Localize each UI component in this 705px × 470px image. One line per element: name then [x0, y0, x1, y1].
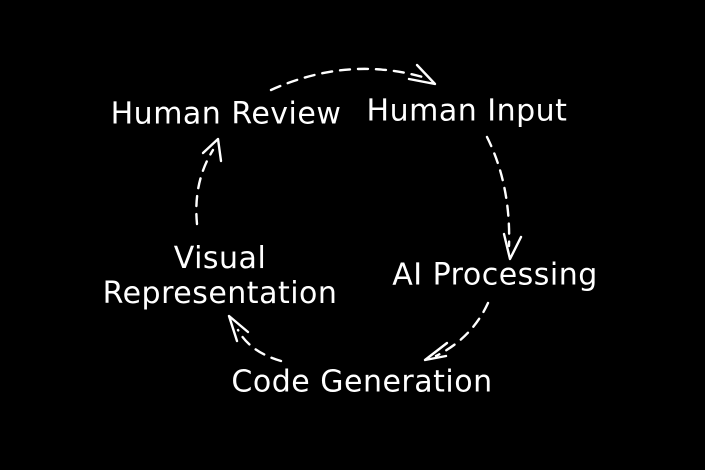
edge-human-input-to-ai-processing [485, 135, 523, 261]
edge-code-generation-to-visual-representation [227, 314, 283, 363]
node-human-review: Human Review [110, 96, 342, 132]
node-ai-processing: AI Processing [392, 257, 598, 293]
node-visual-representation: Visual Representation [102, 240, 338, 311]
edge-visual-representation-to-human-review [195, 137, 223, 226]
arrowhead-icon [407, 63, 437, 86]
node-human-input: Human Input [366, 93, 568, 129]
arrowhead-icon [502, 232, 523, 261]
dashed-line [195, 148, 215, 226]
arrowhead-icon [227, 314, 250, 343]
dashed-line [485, 135, 511, 248]
dashed-line [236, 328, 283, 363]
dashed-line [269, 67, 428, 92]
node-code-generation: Code Generation [231, 364, 493, 400]
dashed-line [434, 301, 490, 358]
edge-human-review-to-human-input [269, 63, 437, 92]
arrowhead-icon [201, 137, 223, 163]
edge-ai-processing-to-code-generation [423, 301, 490, 362]
arrowhead-icon [423, 341, 449, 362]
